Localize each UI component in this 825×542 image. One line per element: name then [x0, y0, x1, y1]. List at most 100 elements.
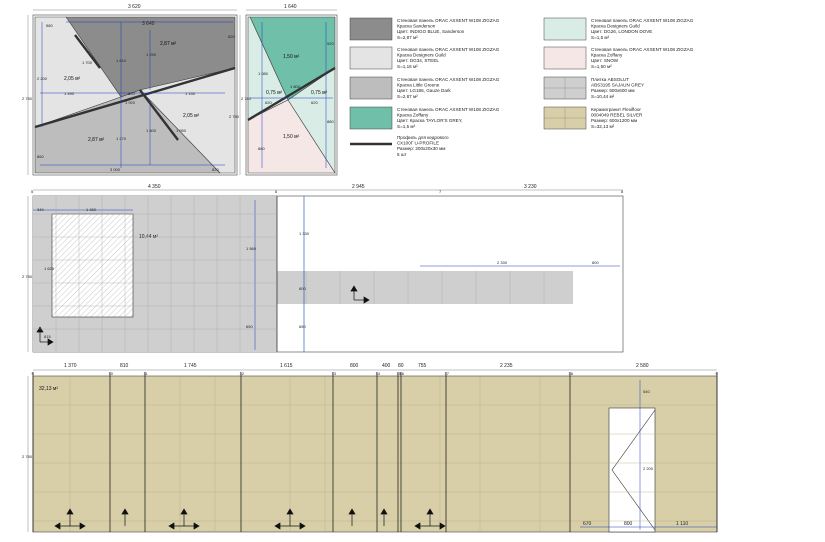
- legend-text: Профиль для кедрового: [397, 135, 449, 140]
- elevation-4: 1 370 810 1 745 1 615 800 400 80 755 2 2…: [22, 363, 718, 533]
- legend: Стеновая панель ORAC AXXENT W108 ZIGZAGК…: [349, 17, 694, 157]
- dim-label: 2 780: [22, 454, 33, 459]
- area-label: 0,75 м²: [311, 90, 328, 96]
- dim-label: 620: [311, 100, 318, 105]
- dim-label: 540: [643, 389, 650, 394]
- dim-label: 1 640: [284, 4, 297, 10]
- dim-label: 620: [265, 100, 272, 105]
- dim-label: 2 780: [22, 96, 33, 101]
- axis-label: 10: [109, 371, 114, 376]
- legend-text: Цвет: DG34, STEEL: [397, 58, 439, 63]
- dim-label: 820: [128, 91, 135, 96]
- legend-text: Плитка ABSOLUT: [591, 77, 629, 82]
- dim-label: 1 270: [116, 136, 127, 141]
- legend-text: Стеновая панель ORAC AXXENT W108 ZIGZAG: [397, 77, 500, 82]
- dim-label: 800: [299, 286, 306, 291]
- dim-label: 860: [37, 154, 44, 159]
- dim-label: 4 350: [148, 184, 161, 190]
- dim-label: 620: [228, 34, 235, 39]
- laying-direction-arrow: [274, 508, 306, 530]
- legend-swatch: [349, 17, 393, 41]
- dim-label: 1 150: [185, 91, 196, 96]
- legend-text: Краска Designers Guild: [591, 24, 640, 29]
- laying-direction-arrow: [54, 508, 86, 530]
- dim-label: 1 110: [676, 521, 688, 527]
- dim-label: 1 950: [176, 128, 187, 133]
- legend-item: Стеновая панель ORAC AXXENT W108 ZIGZAGК…: [349, 46, 500, 70]
- legend-text: ABS3195 SAJAUN GREY: [591, 83, 644, 88]
- legend-text: Стеновая панель ORAC AXXENT W108 ZIGZAG: [397, 18, 500, 23]
- dim-label: 1 920: [125, 100, 136, 105]
- legend-item: Стеновая панель ORAC AXXENT W108 ZIGZAGК…: [543, 17, 694, 41]
- legend-text: Краска Sanderson: [397, 24, 436, 29]
- dim-label: 880: [258, 146, 265, 151]
- legend-text: Краска Little Greene: [397, 83, 440, 88]
- dim-label: 2 330: [497, 260, 508, 265]
- dim-label: 815: [44, 334, 51, 339]
- profile-strip-3: [74, 34, 101, 69]
- legend-text: 5 шт: [397, 152, 408, 157]
- dim-label: 3 620: [128, 4, 141, 10]
- area-label: 2,87 м²: [160, 41, 177, 47]
- dim-label: 1 700: [82, 60, 93, 65]
- dim-label: 2 780: [241, 96, 252, 101]
- area-label: 32,13 м²: [39, 386, 58, 392]
- dim-label: 340: [37, 207, 44, 212]
- panel-gauze-dark: [34, 89, 221, 174]
- legend-text: Цвет: Краска TAYLOR'S GREY,: [397, 118, 463, 123]
- dim-label: 2 945: [352, 184, 365, 190]
- legend-text: 0004049 REBEL SILVER: [591, 113, 643, 118]
- legend-text: S=1,5 м²: [591, 35, 610, 40]
- legend-item: Стеновая панель ORAC AXXENT W108 ZIGZAGК…: [349, 76, 500, 100]
- axis-label: 18: [569, 371, 574, 376]
- dim-label: 800: [624, 521, 633, 527]
- dim-label: 650: [299, 324, 306, 329]
- dim-label: 1 625: [44, 266, 55, 271]
- legend-text: Краска Designers Guild: [397, 53, 446, 58]
- dim-label: 3 640: [142, 21, 155, 27]
- dim-label: 2 200: [37, 76, 48, 81]
- legend-item: Стеновая панель ORAC AXXENT W108 ZIGZAGК…: [349, 106, 500, 130]
- area-label: 2,05 м²: [64, 76, 81, 82]
- axis-label: 12: [240, 371, 245, 376]
- dim-label: 820: [212, 167, 219, 172]
- dim-label: 80: [398, 363, 404, 369]
- legend-text: СХ100Г U-PROFILE: [397, 141, 439, 146]
- dim-label: 670: [583, 521, 592, 527]
- dim-label: 1 745: [184, 363, 197, 369]
- area-label: 0,75 м²: [266, 90, 283, 96]
- area-label: 2,05 м²: [183, 113, 200, 119]
- axis-label: 9: [716, 371, 719, 376]
- dim-label: 650: [246, 324, 253, 329]
- dim-label: 580: [46, 23, 53, 28]
- legend-text: Стеновая панель ORAC AXXENT W108 ZIGZAG: [397, 47, 500, 52]
- window-opening: [51, 213, 134, 318]
- legend-text: Цвет: INDIGO BLUE, Sanderson: [397, 29, 465, 34]
- legend-text: Стеновая панель ORAC AXXENT W108 ZIGZAG: [397, 107, 500, 112]
- elev4-ceramic-area: [32, 375, 718, 533]
- legend-swatch: [349, 106, 393, 130]
- axis-label: 6: [275, 189, 278, 194]
- dim-label: 2 200: [643, 466, 654, 471]
- legend-text: S=1,50 м²: [591, 64, 612, 69]
- elevation-3: 4 350 2 945 3 230 5 6 7 8 340 1 450 1 62…: [22, 184, 624, 353]
- dim-label: 1 810: [116, 58, 127, 63]
- dim-label: 2 235: [500, 363, 513, 369]
- legend-text: S=32,13 м²: [591, 124, 615, 129]
- legend-swatch: [349, 76, 393, 100]
- dim-label: 2 580: [636, 363, 649, 369]
- axis-label: 15: [397, 371, 402, 376]
- axis-label: 8: [621, 189, 624, 194]
- laying-direction-arrow: [36, 326, 54, 346]
- tile-grid: [33, 196, 545, 352]
- dim-label: 755: [418, 363, 427, 369]
- laying-direction-arrow: [414, 508, 446, 530]
- dim-label: 3 000: [110, 167, 121, 172]
- axis-label: 16: [400, 371, 405, 376]
- legend-item: Стеновая панель ORAC AXXENT W108 ZIGZAGК…: [543, 46, 694, 70]
- axis-label: 9: [32, 371, 35, 376]
- axis-label: 11: [144, 371, 149, 376]
